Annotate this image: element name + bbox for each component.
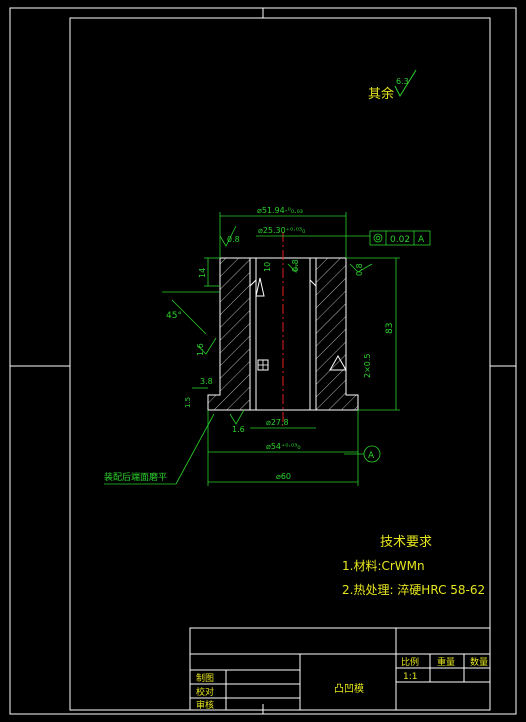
svg-text:83: 83	[385, 323, 395, 334]
dim-step: 3.8 1.5	[184, 377, 213, 408]
svg-text:A: A	[368, 451, 375, 461]
title-block: 凸凹模 比例 重量 数量 1:1 制图 校对 审核	[189, 627, 491, 711]
svg-text:⌀60: ⌀60	[276, 472, 291, 481]
checked-label: 校对	[196, 686, 214, 698]
weight-header: 重量	[437, 656, 455, 668]
dim-outer-dia: ⌀60	[207, 410, 359, 486]
surface-finish-general: 其余 6.3	[368, 69, 417, 102]
right-wall-section	[315, 257, 359, 411]
pin-hole-right	[329, 354, 347, 371]
tech-req-title: 技术要求	[380, 535, 432, 550]
tech-req-item2: 2.热处理: 淬硬HRC 58-62	[342, 582, 485, 597]
dim-chamfer-angle: 45°	[162, 291, 220, 335]
dim-bore-top-text: ⌀25.30⁺⁰·⁰³₀	[258, 226, 305, 235]
pin-hole-left	[255, 277, 265, 297]
left-wall-section	[207, 257, 251, 411]
roughness-2: 0.8	[287, 259, 300, 273]
flatness-value: 0.02	[390, 235, 410, 245]
roughness-5: 1.6	[229, 409, 245, 434]
scale-header: 比例	[401, 656, 419, 668]
svg-text:⌀27.8: ⌀27.8	[266, 418, 289, 427]
drawing-frame	[69, 17, 491, 711]
svg-text:3.8: 3.8	[200, 377, 213, 386]
svg-text:2×0.5: 2×0.5	[363, 353, 372, 378]
svg-text:45°: 45°	[166, 311, 182, 321]
dim-bore-top: ⌀25.30⁺⁰·⁰³₀	[256, 226, 370, 237]
svg-text:10: 10	[263, 262, 272, 272]
roughness-1: 0.8	[219, 225, 240, 247]
note-leader-text: 装配后端面磨平	[104, 471, 167, 483]
svg-text:1.6: 1.6	[232, 425, 245, 434]
roughness-4: 1.6	[196, 337, 217, 356]
datum-symbol: A	[344, 445, 381, 463]
svg-text:0.8: 0.8	[291, 259, 300, 272]
svg-text:⌀54⁺⁰·⁰³₀: ⌀54⁺⁰·⁰³₀	[266, 442, 301, 451]
scale-value: 1:1	[403, 672, 417, 682]
svg-text:0.8: 0.8	[355, 263, 364, 276]
drawn-label: 制图	[196, 672, 214, 684]
dim-height-top: 14	[198, 257, 220, 287]
dim-chamfer-side: 2×0.5	[363, 353, 372, 378]
svg-text:0.8: 0.8	[227, 235, 240, 244]
surface-finish-label: 其余	[368, 86, 394, 102]
dim-height-total: 83	[346, 257, 400, 411]
svg-text:14: 14	[198, 268, 207, 278]
dim-top-width-text: ⌀51.94-⁰₀.₀₃	[257, 206, 303, 215]
approved-label: 审核	[196, 699, 214, 711]
qty-header: 数量	[470, 656, 488, 668]
tech-requirements: 技术要求 1.材料:CrWMn 2.热处理: 淬硬HRC 58-62	[342, 535, 485, 597]
dim-top-width: ⌀51.94-⁰₀.₀₃	[219, 206, 347, 258]
roughness-3: 0.8	[349, 263, 373, 276]
flatness-datum: A	[418, 235, 425, 245]
dim-step-dia: ⌀54⁺⁰·⁰³₀	[208, 442, 358, 453]
dim-depth-small: 10	[263, 262, 272, 272]
dim-bore-bottom: ⌀27.8	[250, 418, 316, 429]
part-name: 凸凹模	[334, 683, 364, 695]
tech-req-item1: 1.材料:CrWMn	[342, 559, 425, 573]
flatness-frame: 0.02 A	[369, 230, 431, 246]
svg-text:1.5: 1.5	[184, 397, 192, 408]
surface-finish-value: 6.3	[396, 77, 409, 86]
part-section	[207, 257, 359, 411]
note-leader: 装配后端面磨平	[104, 413, 215, 485]
svg-text:1.6: 1.6	[196, 343, 205, 356]
